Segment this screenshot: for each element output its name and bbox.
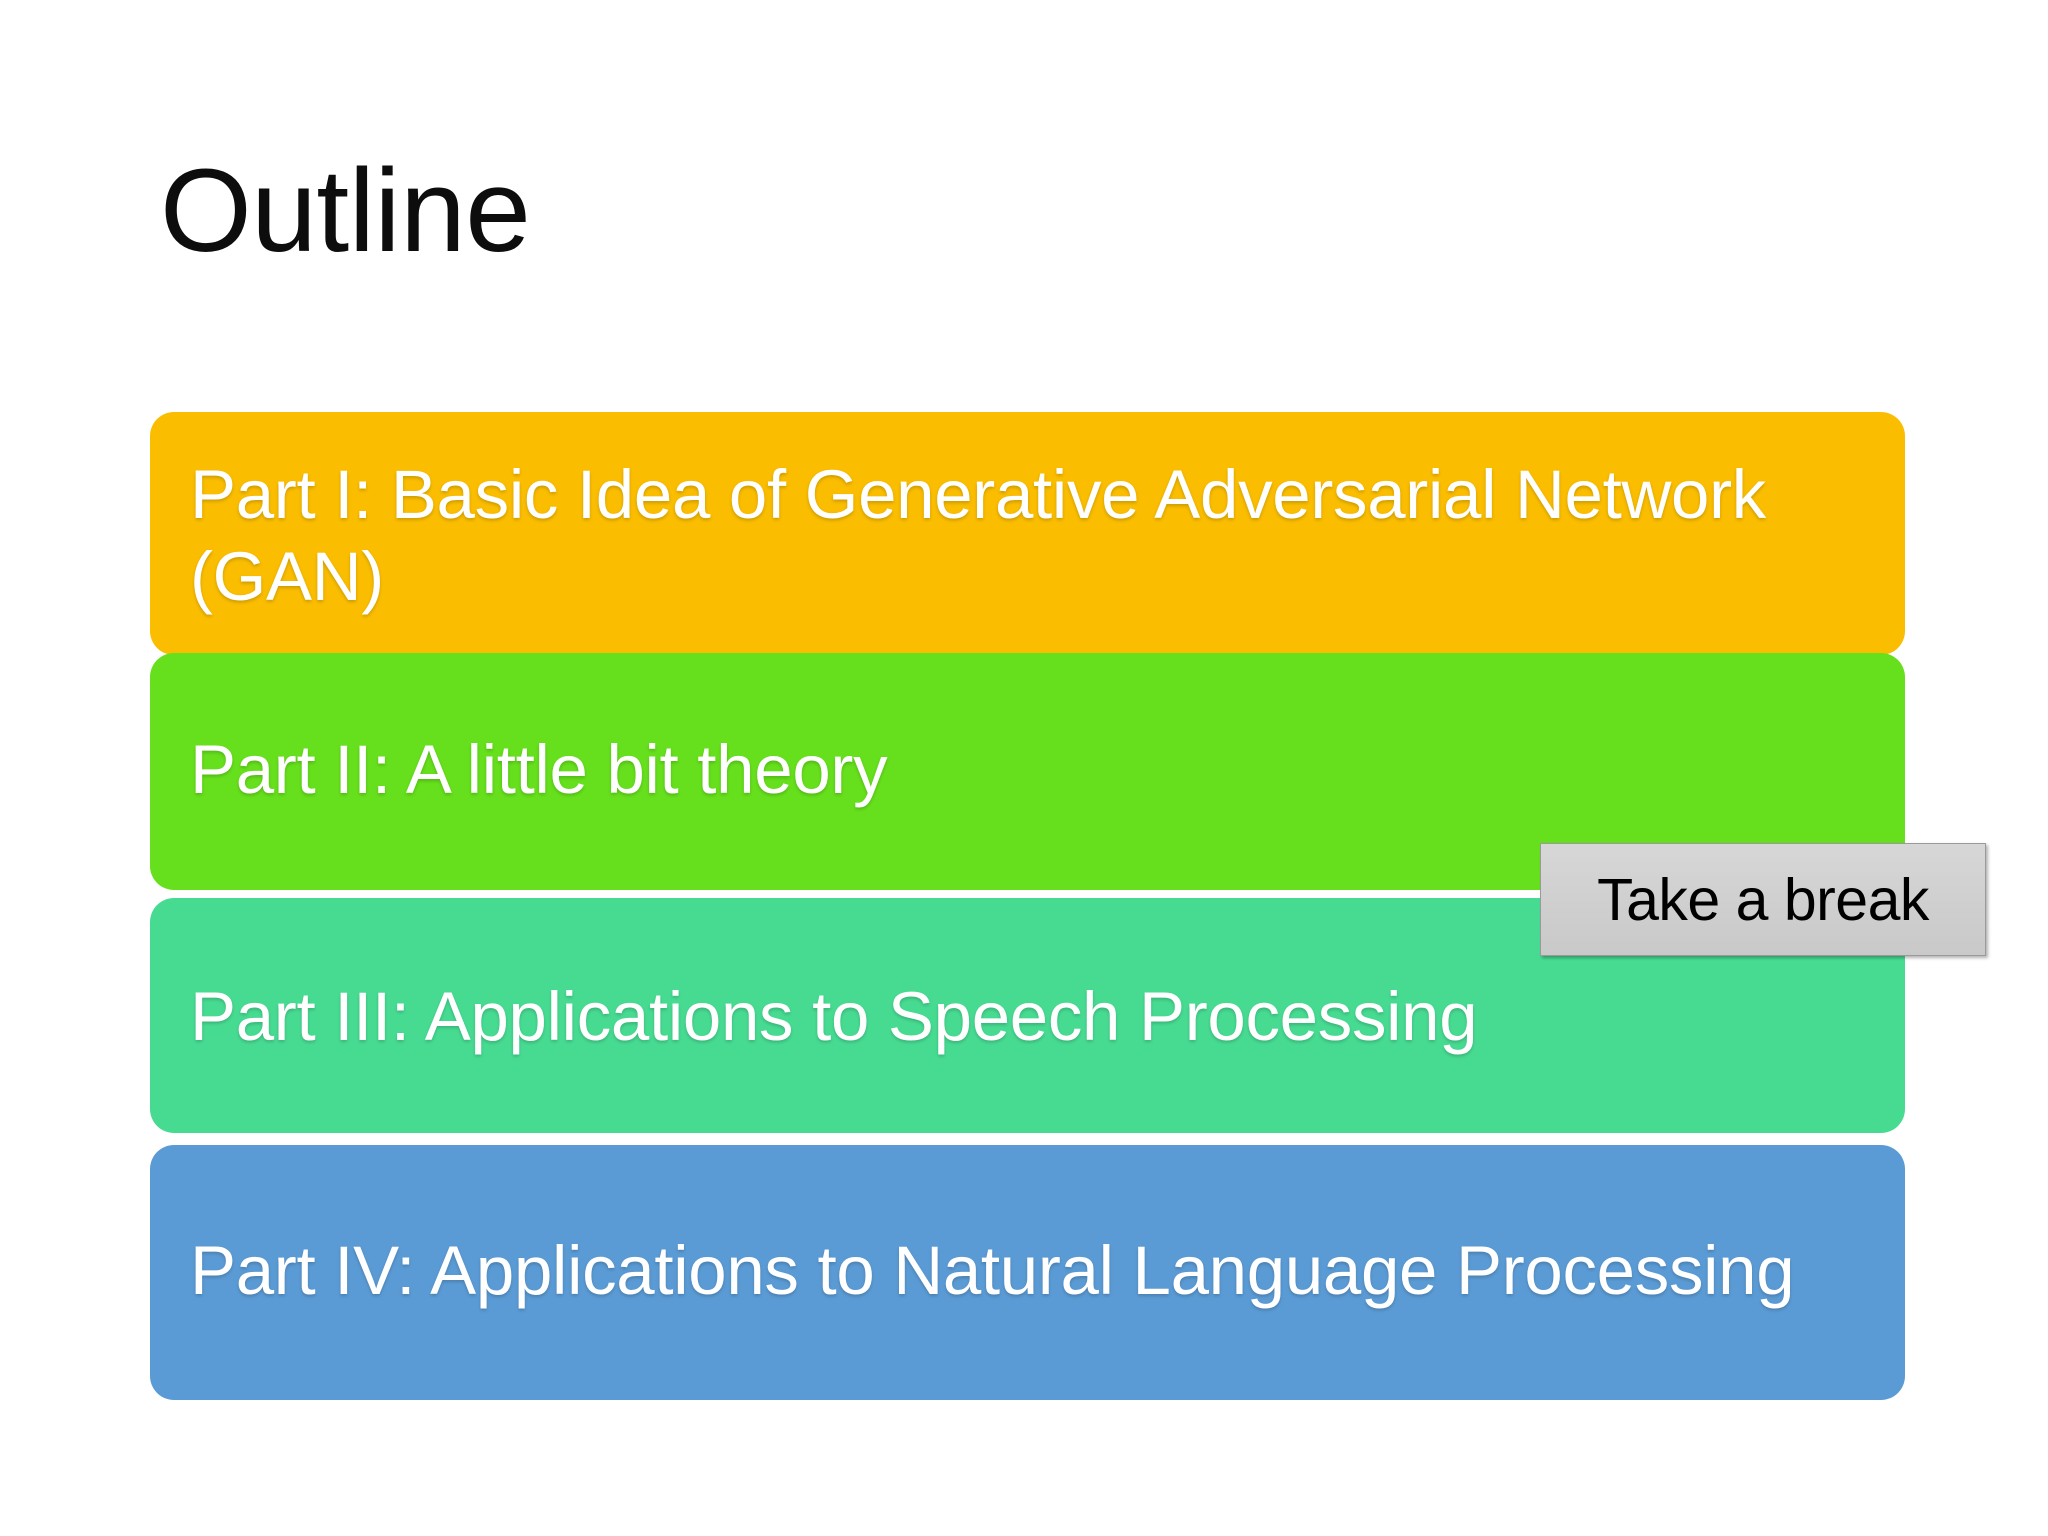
outline-item-part-1[interactable]: Part I: Basic Idea of Generative Adversa… <box>150 412 1905 655</box>
outline-item-part-3[interactable]: Part III: Applications to Speech Process… <box>150 898 1905 1133</box>
take-a-break-callout: Take a break <box>1540 843 1986 956</box>
outline-item-part-4[interactable]: Part IV: Applications to Natural Languag… <box>150 1145 1905 1400</box>
page-title: Outline <box>160 145 531 277</box>
outline-item-part-4-label: Part IV: Applications to Natural Languag… <box>190 1231 1795 1309</box>
outline-item-part-2-label: Part II: A little bit theory <box>190 730 888 808</box>
take-a-break-label: Take a break <box>1597 866 1929 933</box>
outline-item-part-3-label: Part III: Applications to Speech Process… <box>190 977 1478 1055</box>
outline-item-part-1-label: Part I: Basic Idea of Generative Adversa… <box>190 456 1766 615</box>
